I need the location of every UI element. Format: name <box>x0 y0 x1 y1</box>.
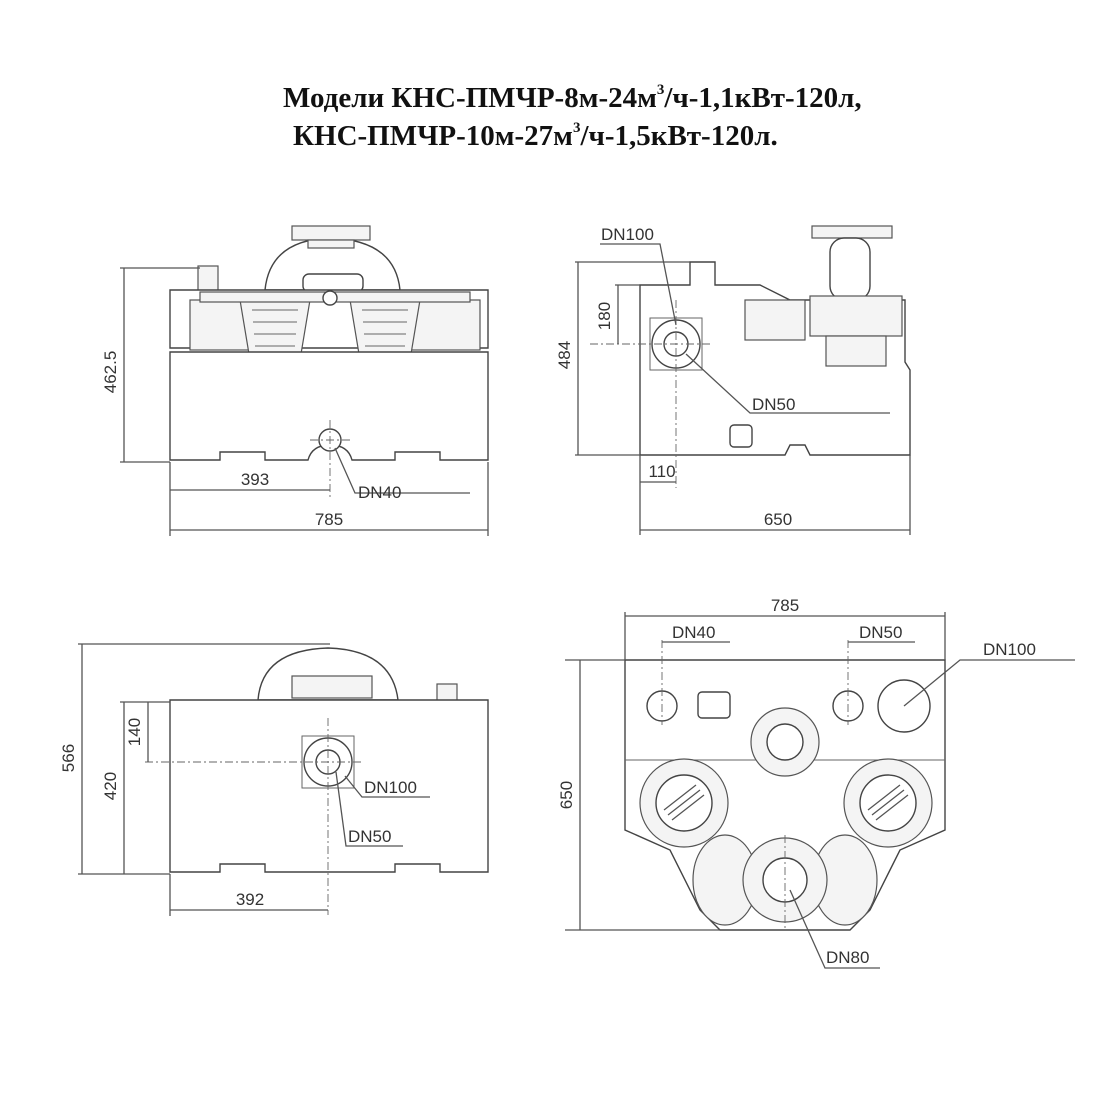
back-392-label: 392 <box>236 890 264 909</box>
side-180-label: 180 <box>595 302 614 330</box>
title-line-1-tail: /ч-1,1кВт-120л, <box>664 82 862 114</box>
side-484-label: 484 <box>555 341 574 369</box>
front-dn40-label: DN40 <box>358 483 401 502</box>
title-line-1-main: Модели КНС-ПМЧР-8м-24м <box>283 82 657 114</box>
top-pump-left-spring <box>663 784 705 821</box>
side-vent <box>729 424 753 448</box>
back-566-label: 566 <box>59 744 78 772</box>
back-420-label: 420 <box>101 772 120 800</box>
front-vent-pipe <box>197 265 219 292</box>
front-pump-left-motor <box>239 299 311 361</box>
top-pump-right <box>843 758 933 848</box>
top-dn80-leader <box>789 889 880 969</box>
front-view: DN40 462.5 393 785 <box>101 225 489 536</box>
top-650-label: 650 <box>557 781 576 809</box>
front-785-label: 785 <box>315 510 343 529</box>
back-dn50-label: DN50 <box>348 827 391 846</box>
side-view: DN100 DN50 180 484 110 650 <box>555 225 911 535</box>
back-dome-flange <box>291 675 373 699</box>
side-riser-pipe <box>829 237 871 301</box>
front-393-label: 393 <box>241 470 269 489</box>
front-pump-right <box>349 299 481 361</box>
front-flange-neck <box>307 239 355 249</box>
side-dn100-leader <box>600 243 677 326</box>
front-pump-right-housing <box>409 299 481 351</box>
side-dn50-leader <box>685 353 890 414</box>
title-line-1-superscript: 3 <box>656 82 665 99</box>
top-785-label: 785 <box>771 596 799 615</box>
back-140-label: 140 <box>125 718 144 746</box>
top-dn40-label: DN40 <box>672 623 715 642</box>
top-dn50-label: DN50 <box>859 623 902 642</box>
side-dn50-label: DN50 <box>752 395 795 414</box>
top-center-pipe <box>766 723 804 761</box>
side-pump-head <box>744 299 806 341</box>
back-view: DN100 DN50 566 420 140 392 <box>59 643 489 916</box>
title-line-2-main: КНС-ПМЧР-10м-27м <box>293 120 573 152</box>
front-pump-left <box>189 299 311 361</box>
front-top-flange <box>291 225 371 241</box>
front-height-label: 462.5 <box>101 351 120 394</box>
side-pump-valve <box>809 295 903 337</box>
front-center-bolt <box>322 290 338 306</box>
top-dn100-leader <box>903 659 1075 707</box>
back-dn100-label: DN100 <box>364 778 417 797</box>
side-110-label: 110 <box>648 462 675 481</box>
side-dn100-label: DN100 <box>601 225 654 244</box>
front-dn40-leader <box>334 447 470 494</box>
top-dn80-label: DN80 <box>826 948 869 967</box>
back-dn50-leader <box>335 771 403 847</box>
back-dn100-leader <box>344 775 430 798</box>
title-line-2-superscript: 3 <box>572 120 581 137</box>
top-dn100-label: DN100 <box>983 640 1036 659</box>
top-pump-left <box>639 758 729 848</box>
title-line-1: Модели КНС-ПМЧР-8м-24м3/ч-1,1кВт-120л, <box>0 82 1100 114</box>
side-pump-motor <box>825 335 887 367</box>
top-view: DN100 DN80 DN40 DN50 785 <box>557 596 1075 969</box>
title-line-2-tail: /ч-1,5кВт-120л. <box>580 120 778 152</box>
top-pump-right-spring <box>867 784 909 821</box>
top-vent-square <box>697 691 731 719</box>
side-650-label: 650 <box>764 510 792 529</box>
front-pump-right-motor <box>349 299 421 361</box>
title-line-2: КНС-ПМЧР-10м-27м3/ч-1,5кВт-120л. <box>0 120 1100 152</box>
side-top-flange <box>811 225 893 239</box>
